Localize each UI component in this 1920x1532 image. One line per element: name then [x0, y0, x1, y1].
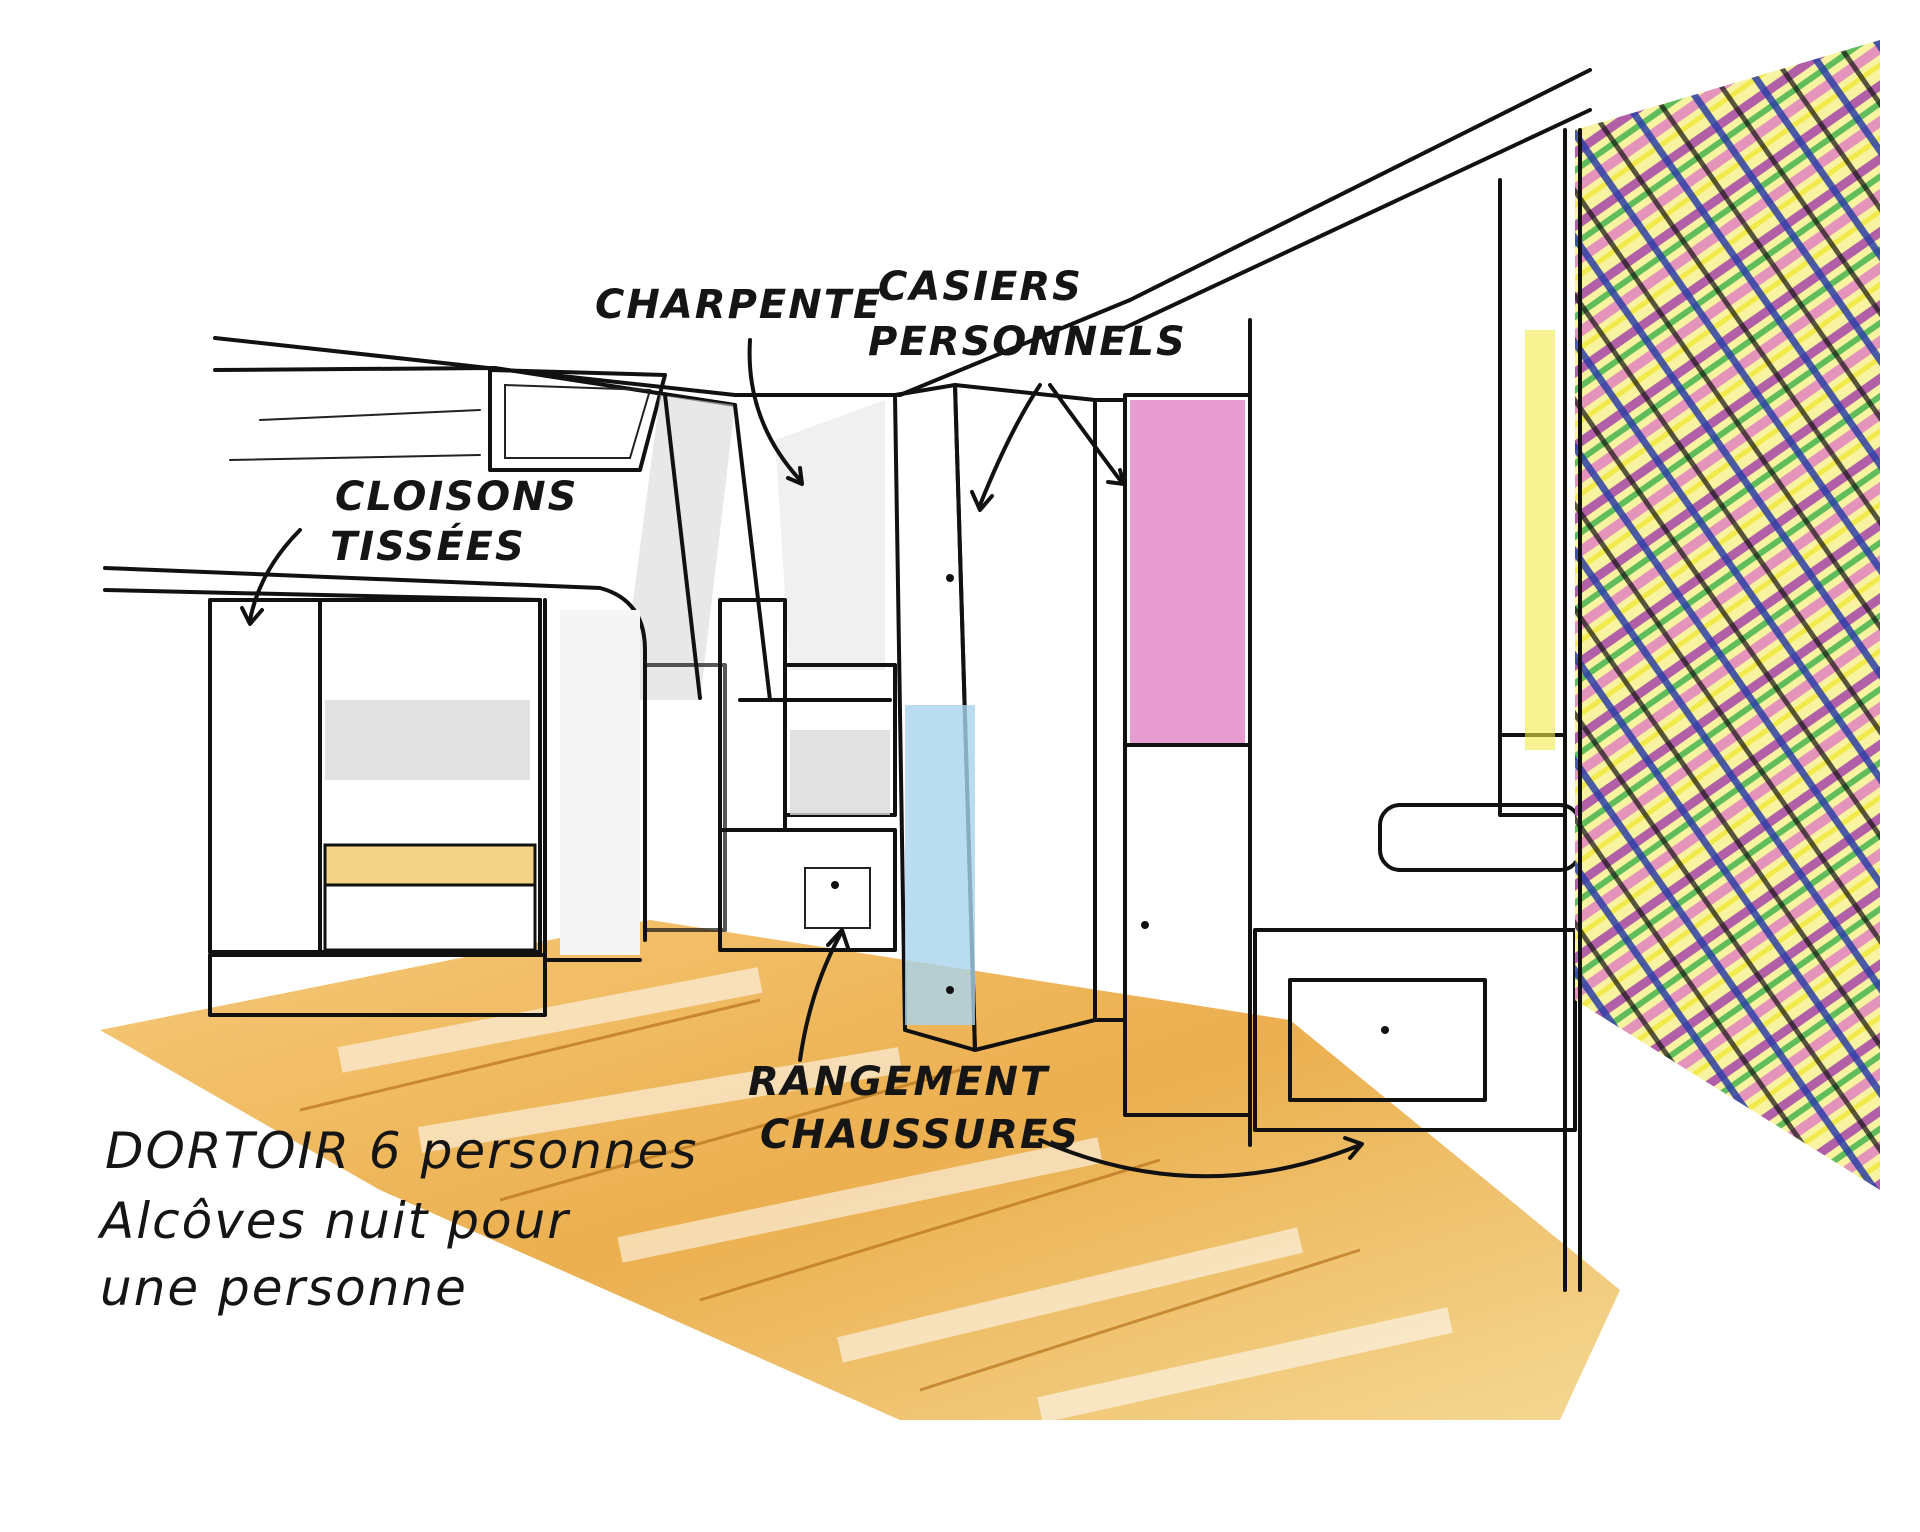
woven-partition-right [1563, 40, 1880, 1292]
right-alcove [1248, 178, 1582, 1147]
label-casiers-line1: CASIERS [878, 264, 1083, 310]
personal-lockers-column [893, 383, 1097, 1052]
label-cloisons: CLOISONS TISSÉES [330, 474, 578, 570]
arrow-rangement-2 [1038, 1138, 1362, 1179]
title-line2: Alcôves nuit pour [97, 1192, 571, 1250]
label-title: DORTOIR 6 personnes Alcôves nuit pour un… [97, 1122, 698, 1317]
arrow-casiers-1 [978, 383, 1042, 507]
label-casiers: CASIERS PERSONNELS [868, 264, 1187, 365]
wooden-floor [100, 920, 1620, 1423]
skylight [488, 368, 667, 472]
left-alcove [103, 566, 647, 1017]
annotation-arrows [240, 338, 1364, 1179]
pink-locker-column [1093, 393, 1252, 1117]
title-line3: une personne [100, 1259, 468, 1317]
label-charpente: CHARPENTE [595, 282, 882, 328]
label-cloisons-line1: CLOISONS [335, 474, 578, 520]
arrow-rangement-1 [798, 933, 842, 1062]
arrow-charpente [747, 338, 802, 482]
label-rangement: RANGEMENT CHAUSSURES [748, 1059, 1080, 1158]
arrow-casiers-2 [1048, 383, 1122, 482]
label-rangement-line1: RANGEMENT [748, 1059, 1050, 1105]
label-rangement-line2: CHAUSSURES [760, 1112, 1080, 1158]
roof-rafter [620, 393, 892, 702]
title-line1: DORTOIR 6 personnes [105, 1122, 698, 1180]
label-casiers-line2: PERSONNELS [868, 319, 1187, 365]
label-cloisons-line2: TISSÉES [330, 522, 526, 570]
arrow-cloisons [248, 528, 302, 622]
center-alcove [643, 598, 897, 952]
roof-structure [213, 68, 1592, 461]
